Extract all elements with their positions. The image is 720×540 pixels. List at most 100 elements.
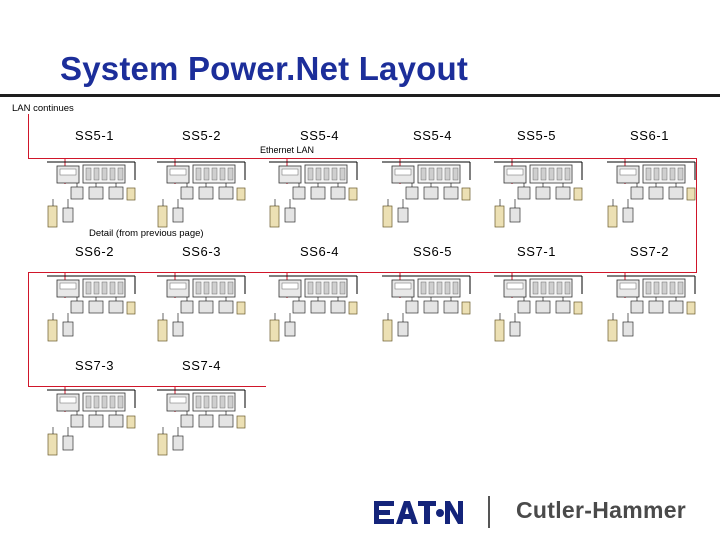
rack-module <box>436 281 443 295</box>
rack-module <box>452 281 459 295</box>
meter-icon <box>70 300 84 314</box>
meter-icon <box>172 207 184 223</box>
equipment-cluster <box>157 386 246 456</box>
rack-module <box>540 167 547 181</box>
ethernet-lan-label: Ethernet LAN <box>260 145 315 155</box>
lan-continues-label: LAN continues <box>12 103 74 114</box>
equipment-cluster <box>157 158 246 228</box>
rack-module <box>420 281 427 295</box>
breaker-icon <box>236 301 246 315</box>
equipment-cluster <box>157 272 246 342</box>
rack-module <box>428 281 435 295</box>
meter-icon <box>88 186 104 200</box>
monitor-screen <box>169 168 187 176</box>
meter-icon <box>405 300 419 314</box>
monitor-screen <box>59 282 77 290</box>
rack-module <box>556 281 563 295</box>
rack-module <box>339 281 346 295</box>
rack-module <box>117 167 124 181</box>
breaker-icon <box>126 187 136 201</box>
meter-icon <box>180 186 194 200</box>
panel-icon <box>157 433 168 456</box>
substation-label-ss7-4: SS7-4 <box>182 358 222 373</box>
meter-icon <box>292 300 306 314</box>
rack-module <box>211 281 218 295</box>
substation-label-ss5-4a: SS5-4 <box>300 128 340 143</box>
substation-label-ss5-1: SS5-1 <box>75 128 115 143</box>
meter-icon <box>397 207 409 223</box>
rack-module <box>227 395 234 409</box>
page-title: System Power.Net Layout <box>60 50 469 87</box>
panel-icon <box>494 205 505 228</box>
rack-module <box>101 281 108 295</box>
rack-module <box>195 395 202 409</box>
meter-icon <box>668 300 684 314</box>
substation-label-ss5-4b: SS5-4 <box>413 128 453 143</box>
panel-icon <box>157 205 168 228</box>
equipment-cluster <box>47 158 136 228</box>
equipment-cluster <box>382 272 471 342</box>
rack-module <box>227 167 234 181</box>
panel-icon <box>269 319 280 342</box>
monitor-screen <box>281 168 299 176</box>
breaker-icon <box>126 415 136 429</box>
monitor-screen <box>59 396 77 404</box>
meter-icon <box>198 300 214 314</box>
rack-module <box>532 167 539 181</box>
meter-icon <box>535 300 551 314</box>
rack-module <box>203 167 210 181</box>
rack-module <box>219 395 226 409</box>
equipment-cluster <box>269 158 358 228</box>
equipment-cluster <box>494 272 583 342</box>
breaker-icon <box>126 301 136 315</box>
meter-icon <box>330 186 346 200</box>
equipment-cluster <box>494 158 583 228</box>
rack-module <box>307 167 314 181</box>
meter-icon <box>218 186 234 200</box>
meter-icon <box>622 207 634 223</box>
monitor-screen <box>619 168 637 176</box>
rack-module <box>117 281 124 295</box>
rack-module <box>661 281 668 295</box>
rack-module <box>219 167 226 181</box>
meter-icon <box>622 321 634 337</box>
substation-label-ss5-2: SS5-2 <box>182 128 222 143</box>
rack-module <box>315 281 322 295</box>
breaker-icon <box>236 415 246 429</box>
panel-icon <box>47 433 58 456</box>
rack-module <box>85 395 92 409</box>
meter-icon <box>88 300 104 314</box>
equipment-cluster <box>607 272 696 342</box>
rack-module <box>93 395 100 409</box>
rack-module <box>548 281 555 295</box>
meter-icon <box>62 435 74 451</box>
meter-icon <box>555 186 571 200</box>
meter-icon <box>310 186 326 200</box>
substation-label-ss6-2: SS6-2 <box>75 244 115 259</box>
rack-module <box>339 167 346 181</box>
breaker-icon <box>573 301 583 315</box>
equipment-cluster <box>47 272 136 342</box>
equipment-cluster <box>382 158 471 228</box>
monitor-screen <box>506 282 524 290</box>
rack-module <box>219 281 226 295</box>
monitor-screen <box>506 168 524 176</box>
detail-label: Detail (from previous page) <box>89 228 204 239</box>
monitor-screen <box>619 282 637 290</box>
rack-module <box>85 167 92 181</box>
monitor-screen <box>59 168 77 176</box>
substation-label-ss6-5: SS6-5 <box>413 244 453 259</box>
meter-icon <box>218 300 234 314</box>
rack-module <box>645 281 652 295</box>
breaker-icon <box>573 187 583 201</box>
meter-icon <box>198 414 214 428</box>
breaker-icon <box>236 187 246 201</box>
rack-module <box>93 167 100 181</box>
meter-icon <box>180 414 194 428</box>
monitor-screen <box>281 282 299 290</box>
lan-feed-line <box>28 114 29 158</box>
rack-module <box>645 167 652 181</box>
eaton-logo <box>374 501 463 524</box>
meter-icon <box>62 207 74 223</box>
meter-icon <box>292 186 306 200</box>
